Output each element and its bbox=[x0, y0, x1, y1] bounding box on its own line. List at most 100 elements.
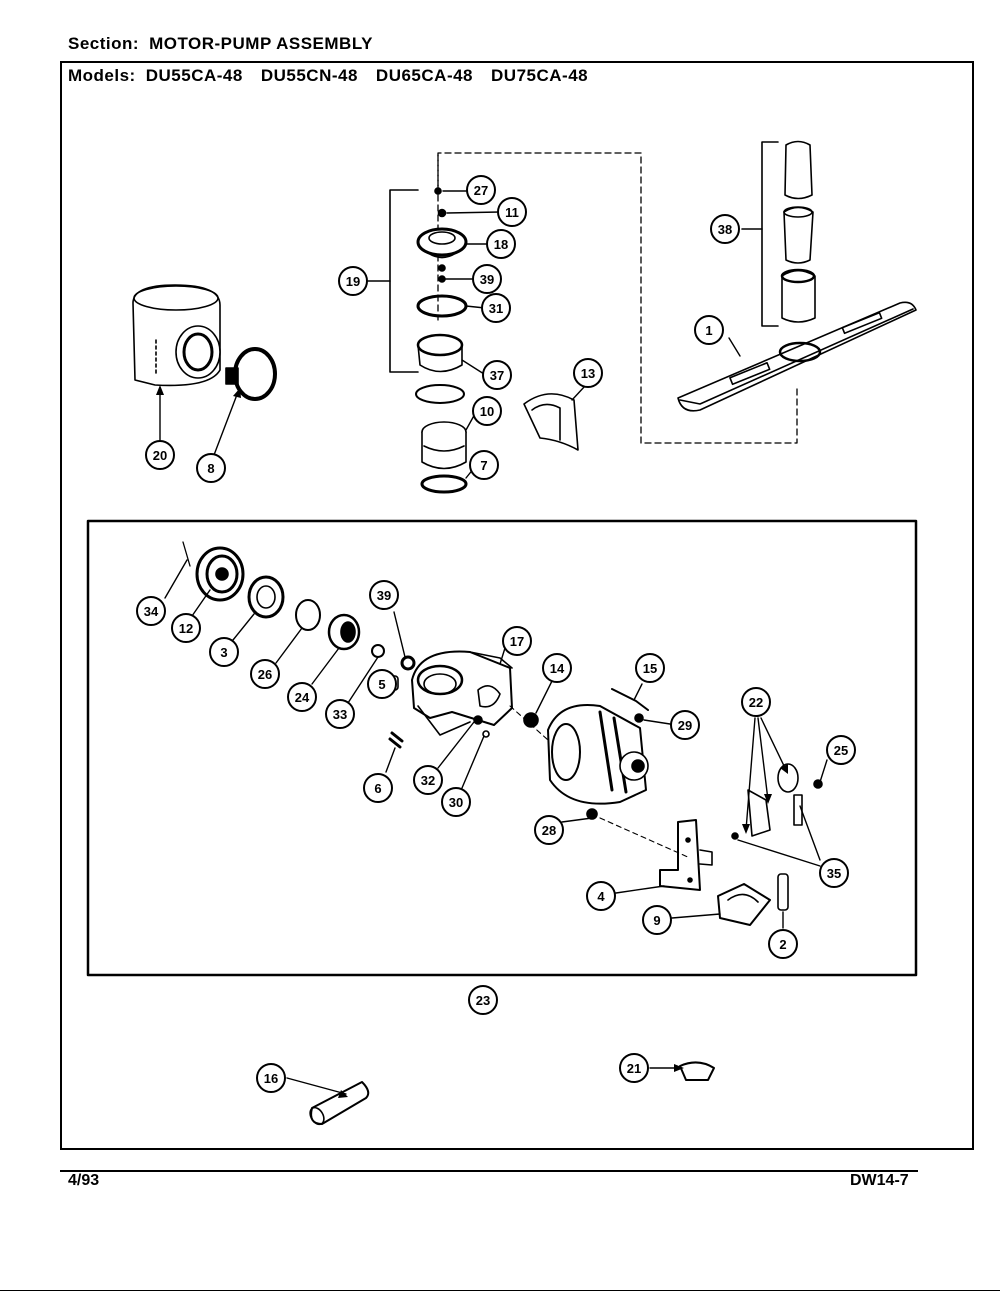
callout-number: 39 bbox=[377, 588, 391, 603]
motor-bracket-part bbox=[659, 819, 713, 891]
callout-number: 23 bbox=[476, 993, 490, 1008]
section-heading: Section: MOTOR-PUMP ASSEMBLY bbox=[68, 34, 373, 54]
callout-number: 17 bbox=[510, 634, 524, 649]
callout-number: 21 bbox=[627, 1061, 641, 1076]
callout-number: 13 bbox=[581, 366, 595, 381]
callout-circle bbox=[472, 396, 502, 426]
footer-divider bbox=[60, 1170, 918, 1172]
callout-number: 12 bbox=[179, 621, 193, 636]
callout-number: 31 bbox=[489, 301, 503, 316]
callout-circle bbox=[534, 815, 564, 845]
callout-11: 11 bbox=[497, 197, 527, 227]
callout-circle bbox=[826, 735, 856, 765]
callout-circle bbox=[287, 682, 317, 712]
callout-3: 3 bbox=[209, 637, 239, 667]
callout-circle bbox=[413, 765, 443, 795]
callout-number: 4 bbox=[597, 889, 605, 904]
callout-number: 5 bbox=[378, 677, 385, 692]
callout-number: 3 bbox=[220, 645, 227, 660]
callout-28: 28 bbox=[534, 815, 564, 845]
callout-24: 24 bbox=[287, 682, 317, 712]
hose-clamp-part bbox=[225, 347, 277, 401]
callout-4: 4 bbox=[586, 881, 616, 911]
callout-number: 24 bbox=[295, 690, 310, 705]
callout-circle bbox=[635, 653, 665, 683]
duct-bracket-part bbox=[523, 393, 579, 451]
model-number: DU55CA-48 bbox=[145, 66, 243, 85]
arrowheads bbox=[156, 385, 788, 1098]
callout-2: 2 bbox=[768, 929, 798, 959]
callout-circle bbox=[486, 229, 516, 259]
washer-part bbox=[400, 655, 416, 671]
callout-circle bbox=[502, 626, 532, 656]
section-label: Section: bbox=[68, 34, 140, 53]
callout-15: 15 bbox=[635, 653, 665, 683]
callout-10: 10 bbox=[472, 396, 502, 426]
footer-code: DW14-7 bbox=[850, 1172, 909, 1189]
callout-circle bbox=[694, 315, 724, 345]
callout-circle bbox=[710, 214, 740, 244]
callout-14: 14 bbox=[542, 653, 572, 683]
callout-circle bbox=[472, 264, 502, 294]
hose-part bbox=[309, 1081, 370, 1126]
callout-number: 34 bbox=[144, 604, 159, 619]
callout-circle bbox=[363, 773, 393, 803]
callout-23: 23 bbox=[468, 985, 498, 1015]
callout-number: 37 bbox=[490, 368, 504, 383]
callout-bubbles: 2711183931193710713208381341232624335639… bbox=[136, 175, 856, 1093]
callout-32: 32 bbox=[413, 765, 443, 795]
callout-9: 9 bbox=[642, 905, 672, 935]
callout-circle bbox=[367, 669, 397, 699]
callout-circle bbox=[482, 360, 512, 390]
callout-circle bbox=[819, 858, 849, 888]
section-title: MOTOR-PUMP ASSEMBLY bbox=[149, 34, 373, 53]
group-bracket-19 bbox=[389, 189, 419, 373]
gasket-part bbox=[295, 599, 321, 631]
callout-number: 26 bbox=[258, 667, 272, 682]
callout-circle bbox=[468, 985, 498, 1015]
footer-date: 4/93 bbox=[68, 1172, 100, 1189]
pump-housing-part bbox=[411, 650, 513, 738]
callout-number: 39 bbox=[480, 272, 494, 287]
callout-19: 19 bbox=[338, 266, 368, 296]
callout-circle bbox=[768, 929, 798, 959]
model-number: DU65CA-48 bbox=[375, 66, 474, 85]
callout-21: 21 bbox=[619, 1053, 649, 1083]
callout-17: 17 bbox=[502, 626, 532, 656]
callout-circle bbox=[542, 653, 572, 683]
group-bracket-38 bbox=[761, 141, 779, 327]
callout-circle bbox=[741, 687, 771, 717]
callout-number: 35 bbox=[827, 866, 841, 881]
callout-number: 11 bbox=[505, 205, 519, 220]
pin-part bbox=[777, 873, 789, 911]
callout-6: 6 bbox=[363, 773, 393, 803]
model-number: DU75CA-48 bbox=[491, 66, 589, 85]
callout-number: 30 bbox=[449, 795, 463, 810]
callout-circle bbox=[497, 197, 527, 227]
page-bottom-rule bbox=[0, 1290, 1000, 1291]
callout-circle bbox=[466, 175, 496, 205]
callout-34: 34 bbox=[136, 596, 166, 626]
dashed-guide-lower bbox=[509, 705, 691, 859]
callout-circle bbox=[441, 787, 471, 817]
motor-part bbox=[547, 704, 649, 820]
callout-33: 33 bbox=[325, 699, 355, 729]
callout-circle bbox=[573, 358, 603, 388]
callout-circle bbox=[586, 881, 616, 911]
callout-number: 18 bbox=[494, 237, 508, 252]
callout-circle bbox=[136, 596, 166, 626]
callout-circle bbox=[209, 637, 239, 667]
mount-grommet-part bbox=[717, 883, 771, 926]
wash-impeller-part bbox=[182, 541, 245, 602]
callout-number: 9 bbox=[653, 913, 660, 928]
callout-number: 6 bbox=[374, 781, 381, 796]
callout-circle bbox=[469, 450, 499, 480]
callout-30: 30 bbox=[441, 787, 471, 817]
callout-number: 16 bbox=[264, 1071, 278, 1086]
callout-37: 37 bbox=[482, 360, 512, 390]
callout-8: 8 bbox=[196, 453, 226, 483]
diagram-frame bbox=[60, 61, 974, 1150]
callout-31: 31 bbox=[481, 293, 511, 323]
callout-number: 28 bbox=[542, 823, 556, 838]
